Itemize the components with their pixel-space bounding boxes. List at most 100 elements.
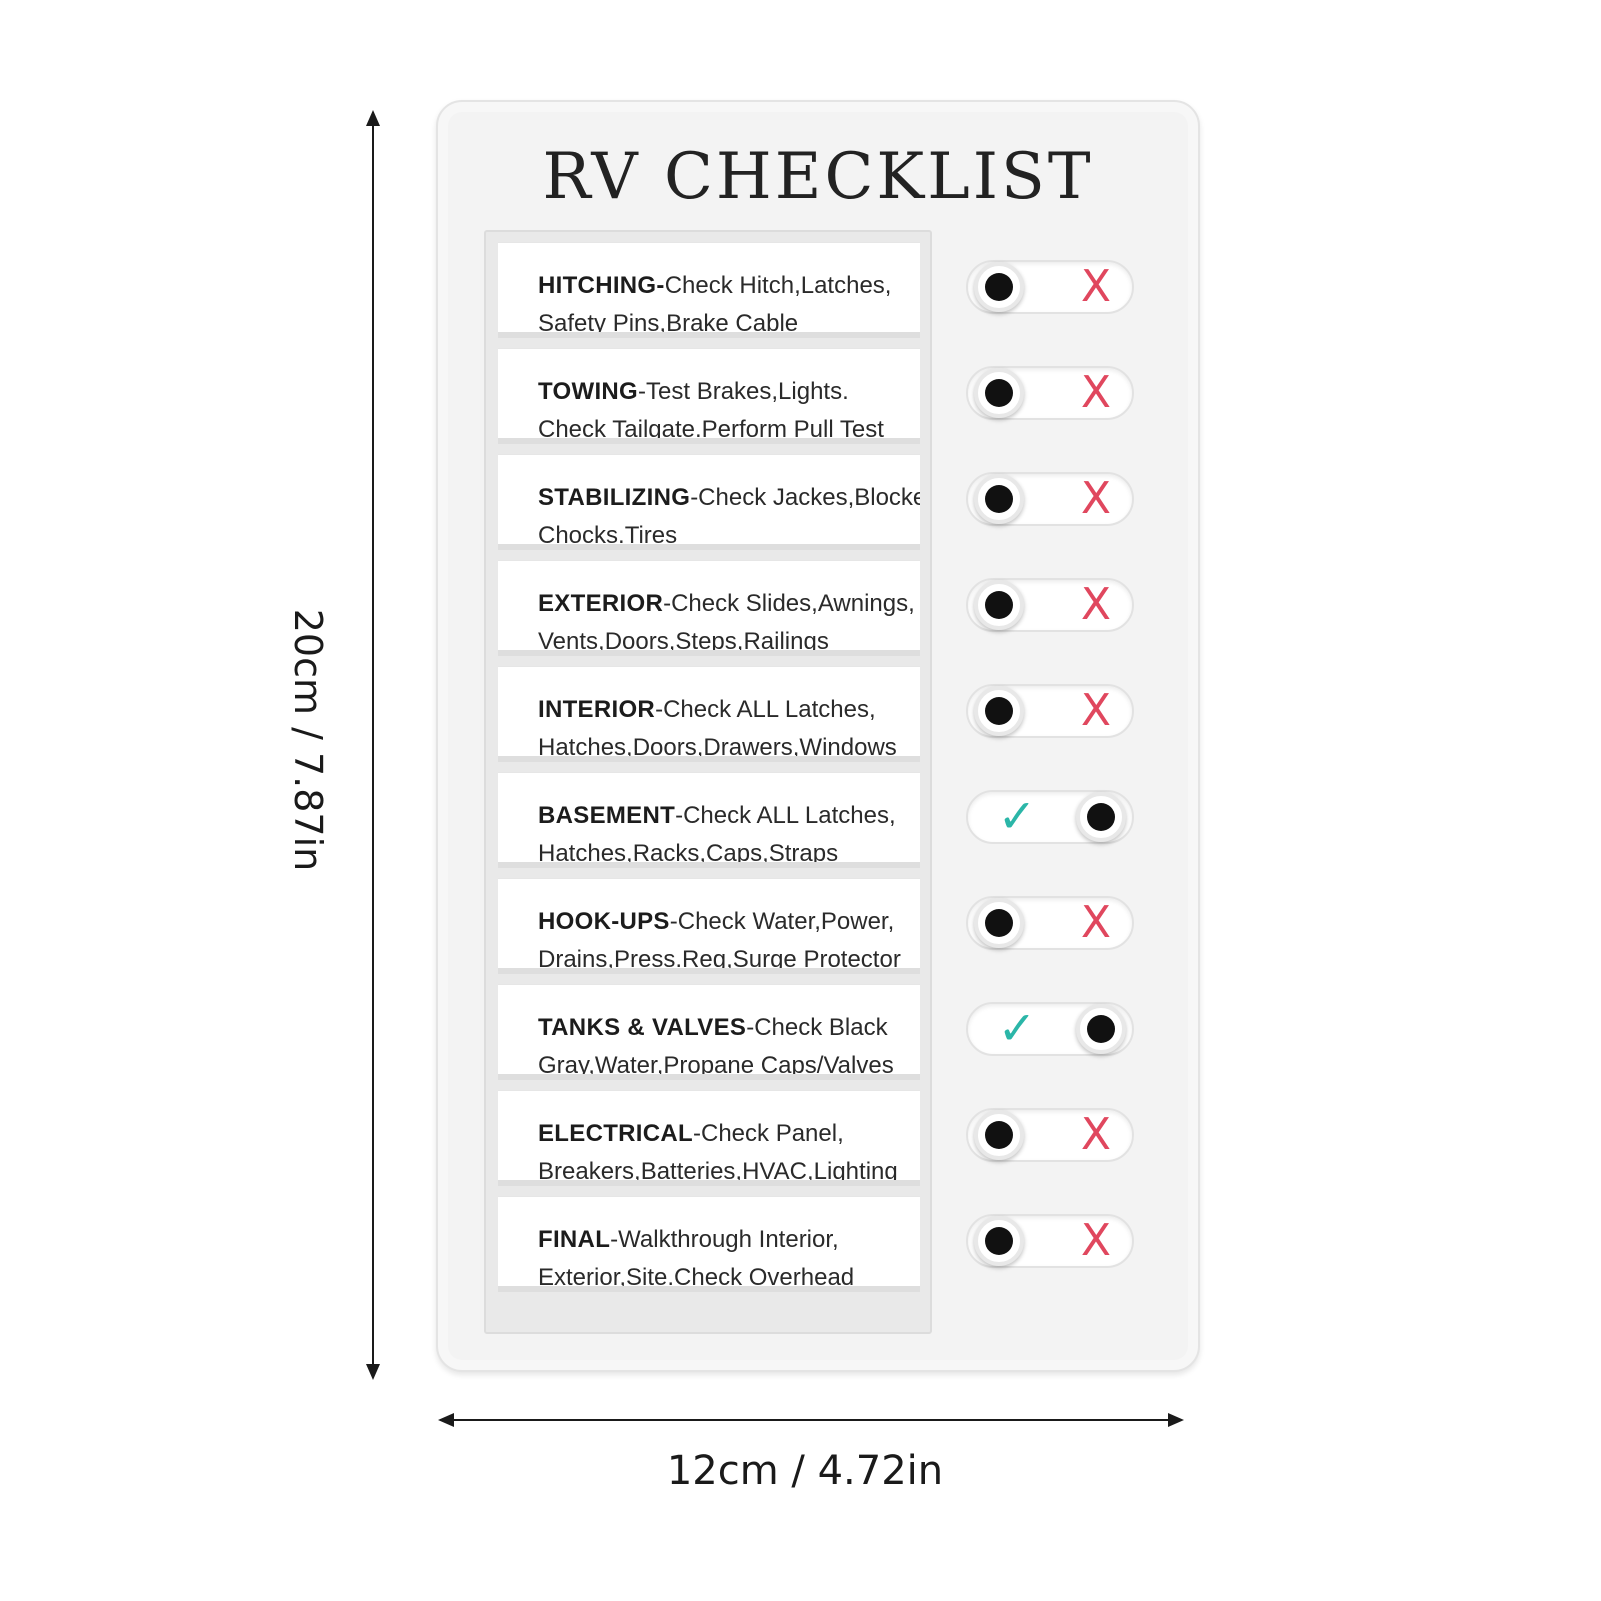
checklist-row-heading: EXTERIOR [538,590,664,617]
checkmark-icon: ✓ [997,789,1037,843]
checklist-row-line2: Check Tailgate.Perform Pull Test [538,416,884,443]
checklist-row: BASEMENT-Check ALL Latches, Hatches,Racks… [498,772,920,868]
checklist-row-heading: BASEMENT [538,802,676,829]
status-slider[interactable]: X [966,472,1134,526]
checklist-row-heading: ELECTRICAL [538,1120,693,1147]
checklist-row-line1: TOWING-Test Brakes,Lights. [538,373,914,411]
checklist-row: TOWING-Test Brakes,Lights. Check Tailgate… [498,348,920,444]
status-slider[interactable]: ✓ [966,1002,1134,1056]
checklist-row: ELECTRICAL-Check Panel, Breakers,Batterie… [498,1090,920,1186]
arrow-up-icon [366,110,380,126]
checklist-row-detail: -Check Black [746,1014,888,1041]
board-title: RV CHECKLIST [542,140,1094,214]
slider-knob[interactable] [974,686,1024,736]
status-slider[interactable]: X [966,578,1134,632]
checklist-row-text: STABILIZING-Check Jackes,Blocke, Chocks.T… [538,479,920,549]
status-slider[interactable]: ✓ [966,790,1134,844]
x-mark-icon: X [1080,261,1112,312]
checklist-row-line1: HITCHING-Check Hitch,Latches, [538,267,914,305]
arrow-right-icon [1168,1413,1184,1427]
checklist-row-heading: HITCHING- [538,272,665,299]
slider-knob[interactable] [974,580,1024,630]
checklist-row: EXTERIOR-Check Slides,Awnings, Vents,Door… [498,560,920,656]
checklist-row-detail: -Check Panel, [693,1120,844,1147]
x-mark-icon: X [1080,473,1112,524]
checklist-row-line2: Drains,Press.Reg,Surge Protector [538,946,901,973]
slider-knob[interactable] [1076,792,1126,842]
status-slider[interactable]: X [966,1108,1134,1162]
checklist-row-line1: STABILIZING-Check Jackes,Blocke, [538,479,920,517]
checklist-row-detail: -Check Water,Power, [669,908,895,935]
checklist-row-line2: Exterior,Site.Check Overhead [538,1264,855,1291]
checklist-row-text: BASEMENT-Check ALL Latches, Hatches,Racks… [538,797,914,867]
x-mark-icon: X [1080,685,1112,736]
status-slider[interactable]: X [966,896,1134,950]
checklist-row: HOOK-UPS-Check Water,Power, Drains,Press.… [498,878,920,974]
checklist-row: STABILIZING-Check Jackes,Blocke, Chocks.T… [498,454,920,550]
width-dimension-label: 12cm / 4.72in [666,1448,944,1494]
checklist-row-detail: -Check Jackes,Blocke, [690,484,920,511]
checklist-row-heading: INTERIOR [538,696,656,723]
x-mark-icon: X [1080,897,1112,948]
checklist-row-text: ELECTRICAL-Check Panel, Breakers,Batterie… [538,1115,914,1185]
checklist-row: INTERIOR-Check ALL Latches, Hatches,Doors… [498,666,920,762]
checklist-row-heading: FINAL [538,1226,611,1253]
checklist-row-line1: HOOK-UPS-Check Water,Power, [538,903,914,941]
checklist-board: RV CHECKLIST HITCHING-Check Hitch,Latche… [436,100,1200,1372]
checklist-panel: HITCHING-Check Hitch,Latches,Safety Pins… [484,230,932,1334]
checklist-row-line2: Hatches,Racks,Caps,Straps [538,840,839,867]
checklist-row-heading: TANKS & VALVES [538,1014,747,1041]
checklist-row-detail: Check Hitch,Latches, [664,272,892,299]
checklist-row-line1: EXTERIOR-Check Slides,Awnings, [538,585,915,623]
slider-knob[interactable] [974,1110,1024,1160]
checklist-row: HITCHING-Check Hitch,Latches,Safety Pins… [498,242,920,338]
checklist-row-heading: TOWING [538,378,639,405]
checklist-row-text: HOOK-UPS-Check Water,Power, Drains,Press.… [538,903,914,973]
checklist-row-detail: -Check ALL Latches, [675,802,896,829]
slider-knob[interactable] [974,474,1024,524]
arrow-down-icon [366,1364,380,1380]
status-slider[interactable]: X [966,260,1134,314]
x-mark-icon: X [1080,1109,1112,1160]
slider-knob[interactable] [974,368,1024,418]
status-slider[interactable]: X [966,684,1134,738]
checklist-row-heading: HOOK-UPS [538,908,670,935]
checklist-row-text: INTERIOR-Check ALL Latches, Hatches,Doors… [538,691,914,761]
checklist-row-line2: Vents,Doors,Steps,Railings [538,628,829,655]
checklist-row-detail: -Test Brakes,Lights. [638,378,849,405]
checklist-row-text: HITCHING-Check Hitch,Latches,Safety Pins… [538,267,914,332]
height-dimension-line [372,112,374,1370]
checklist-row-line2: Breakers,Batteries,HVAC,Lighting [538,1158,898,1185]
slider-knob[interactable] [974,1216,1024,1266]
checklist-row-line2: Chocks.Tires [538,522,678,549]
slider-knob[interactable] [974,898,1024,948]
checklist-row-line1: INTERIOR-Check ALL Latches, [538,691,914,729]
checkmark-icon: ✓ [997,1001,1037,1055]
checklist-row: FINAL-Walkthrough Interior, Exterior,Site… [498,1196,920,1292]
checklist-row-line1: ELECTRICAL-Check Panel, [538,1115,914,1153]
x-mark-icon: X [1080,1215,1112,1266]
checklist-row-detail: -Walkthrough Interior, [610,1226,839,1253]
checklist-row-line1: TANKS & VALVES-Check Black [538,1009,914,1047]
checklist-row-text: TOWING-Test Brakes,Lights. Check Tailgate… [538,373,914,443]
height-dimension-text: 20cm / 7.87in [286,608,330,872]
x-mark-icon: X [1080,579,1112,630]
arrow-left-icon [438,1413,454,1427]
checklist-row-heading: STABILIZING [538,484,691,511]
x-mark-icon: X [1080,367,1112,418]
checklist-row-line1: FINAL-Walkthrough Interior, [538,1221,914,1259]
width-dimension-line [440,1419,1180,1421]
checklist-row-line1: BASEMENT-Check ALL Latches, [538,797,914,835]
slider-knob[interactable] [1076,1004,1126,1054]
status-slider[interactable]: X [966,1214,1134,1268]
checklist-row-detail: -Check ALL Latches, [655,696,876,723]
slider-knob[interactable] [974,262,1024,312]
checklist-row-line2: Gray,Water,Propane Caps/Valves [538,1052,894,1079]
checklist-row-text: EXTERIOR-Check Slides,Awnings, Vents,Door… [538,585,915,655]
checklist-row-line2: Hatches,Doors,Drawers,Windows [538,734,897,761]
checklist-row-detail: -Check Slides,Awnings, [663,590,915,617]
status-slider[interactable]: X [966,366,1134,420]
checklist-row-text: FINAL-Walkthrough Interior, Exterior,Site… [538,1221,914,1291]
